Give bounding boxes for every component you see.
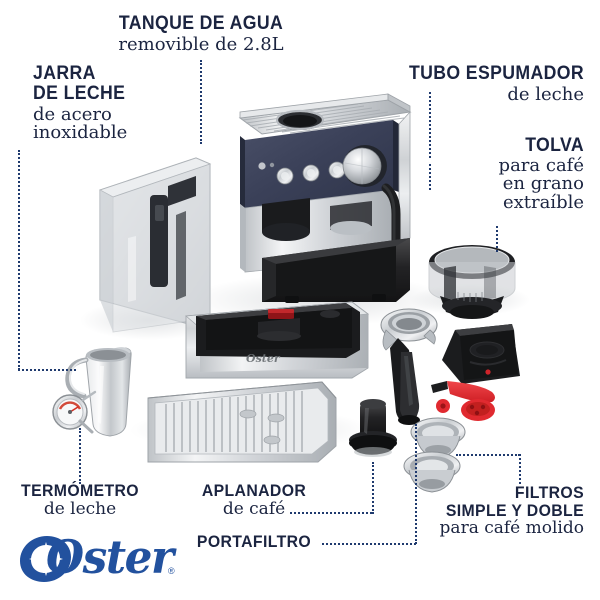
callout-subtext-aplanador: de café (222, 498, 286, 519)
callout-subtext-tubo-espumador: de leche (507, 83, 584, 105)
callout-tolva: TOLVA para café en grano extraíble (408, 136, 584, 213)
tamper-illustration (349, 399, 397, 457)
callout-heading-tanque-de-agua: TANQUE DE AGUA (118, 13, 284, 34)
callout-subtext-tolva-line2: en grano (502, 173, 584, 195)
callout-termometro: TERMÓMETRO de leche (2, 482, 158, 518)
callout-subtext-termometro: de leche (43, 498, 117, 519)
oster-registered-mark: ® (168, 566, 175, 576)
callout-heading-filtros-line2: SIMPLE Y DOBLE (445, 500, 584, 520)
oster-logo-mark (20, 536, 71, 582)
callout-subtext-filtros: para café molido (439, 518, 584, 539)
callout-heading-portafiltro: PORTAFILTRO (196, 532, 312, 551)
callout-subtext-jarra-line2: inoxidable (33, 122, 128, 144)
callout-subtext-tolva-line3: extraíble (502, 192, 584, 214)
callout-tubo-espumador: TUBO ESPUMADOR de leche (352, 64, 584, 104)
cleaning-accessories-illustration (431, 381, 495, 421)
leader-line-filtros-vertical (519, 454, 521, 484)
leader-line-termometro (79, 428, 81, 484)
callout-heading-tolva: TOLVA (525, 135, 584, 156)
oster-logo: Oster ® (16, 532, 192, 586)
milk-pitcher-illustration (65, 347, 132, 437)
leader-line-jarra-vertical (18, 150, 20, 370)
accessory-tray-illustration (442, 324, 520, 384)
machine-buttons (276, 161, 346, 185)
callout-heading-aplanador: APLANADOR (201, 481, 307, 500)
callout-subtext-jarra-line1: de acero (33, 103, 112, 125)
callout-heading-tubo-espumador: TUBO ESPUMADOR (408, 63, 584, 84)
leader-line-portafiltro-horizontal (322, 543, 416, 545)
bean-hopper-illustration (428, 245, 516, 319)
oster-logo-wordmark: Oster (46, 530, 174, 584)
drip-tray-grid-illustration (147, 381, 337, 463)
callout-portafiltro: PORTAFILTRO (178, 533, 330, 551)
callout-subtext-tanque-de-agua: removible de 2.8L (118, 33, 284, 55)
leader-line-tolva-top (429, 164, 431, 190)
machine-base-illustration: Oster (185, 301, 370, 379)
callout-subtext-tolva-line1: para café (498, 154, 584, 176)
portafilter-illustration (380, 308, 438, 425)
water-tank-illustration (98, 157, 212, 333)
callout-jarra-de-leche: JARRA DE LECHE de acero inoxidable (33, 64, 213, 143)
leader-line-tanque-de-agua (200, 60, 202, 144)
leader-line-jarra-horizontal (18, 369, 76, 371)
leader-line-tolva-bottom (496, 226, 498, 252)
callout-heading-termometro: TERMÓMETRO (21, 481, 139, 500)
leader-line-portafiltro-vertical (415, 424, 417, 544)
callout-tanque-de-agua: TANQUE DE AGUA removible de 2.8L (90, 14, 312, 54)
callout-filtros: FILTROS SIMPLE Y DOBLE para café molido (380, 484, 584, 538)
callout-heading-jarra-line1: JARRA (33, 63, 96, 84)
espresso-machine-illustration (238, 93, 412, 303)
leader-line-aplanador-horizontal (290, 512, 372, 514)
callout-heading-filtros-line1: FILTROS (514, 483, 584, 502)
leader-line-tubo-espumador (429, 92, 431, 158)
callout-heading-jarra-line2: DE LECHE (33, 82, 126, 104)
steam-wand (381, 183, 401, 276)
machine-selector-knob (342, 145, 387, 187)
leader-line-aplanador-vertical (372, 462, 374, 514)
milk-thermometer-illustration (52, 390, 97, 434)
leader-line-filtros-horizontal (456, 454, 520, 456)
svg-text:Oster: Oster (246, 352, 281, 365)
callout-aplanador: APLANADOR de café (178, 482, 330, 518)
